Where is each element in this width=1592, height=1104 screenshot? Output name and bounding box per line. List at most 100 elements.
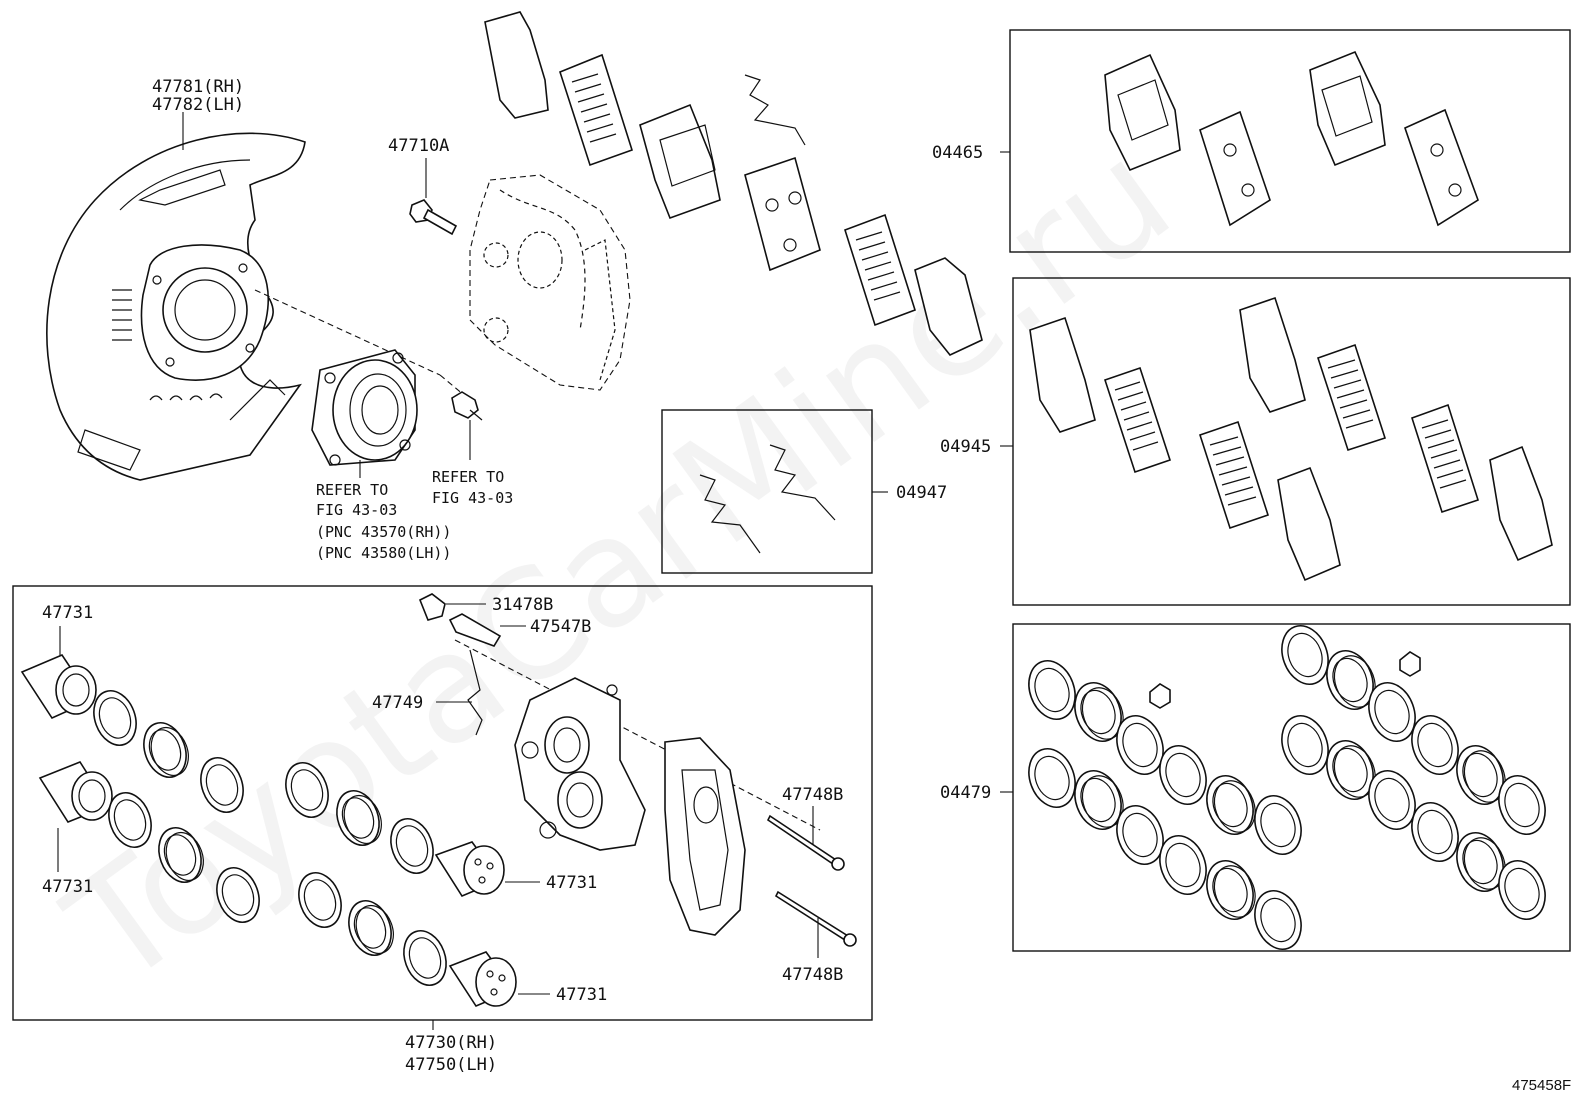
label-47731-bottom: 47731 <box>556 985 607 1005</box>
seal-ring-icon[interactable] <box>1361 764 1423 835</box>
box-caliper-assy <box>12 585 873 1021</box>
label-47749: 47749 <box>372 693 423 713</box>
seal-ring-icon[interactable] <box>1152 829 1214 900</box>
piston-icon[interactable] <box>434 841 505 897</box>
label-04479: 04479 <box>940 783 991 803</box>
bleeder-cap-icon[interactable] <box>418 593 446 621</box>
caliper-seal-ring-icon[interactable] <box>330 785 388 851</box>
label-47731-right: 47731 <box>546 873 597 893</box>
ref-fig-a-line1: REFER TO <box>316 481 388 499</box>
shim-04945-c-icon[interactable] <box>1198 420 1270 530</box>
label-47731-left: 47731 <box>42 877 93 897</box>
ref-pnc-line2: (PNC 43580(LH)) <box>316 544 451 562</box>
seal-ring-icon[interactable] <box>1404 796 1466 867</box>
seal-ring-icon[interactable] <box>1247 884 1309 955</box>
caliper-body-icon[interactable] <box>514 677 646 851</box>
pad-plate-mid-icon[interactable] <box>744 156 821 272</box>
seal-ring-icon[interactable] <box>1491 769 1553 840</box>
seal-ring-icon[interactable] <box>1449 826 1512 897</box>
pad-shim-top-1-icon[interactable] <box>484 11 549 119</box>
seal-ring-icon[interactable] <box>1109 709 1171 780</box>
seal-ring-icon[interactable] <box>1247 789 1309 860</box>
label-04945: 04945 <box>940 437 991 457</box>
pad-spring-47749-icon[interactable] <box>467 649 483 736</box>
pad-04945-c-icon[interactable] <box>1277 466 1341 582</box>
pin-lower-icon[interactable] <box>774 890 857 947</box>
label-47750: 47750(LH) <box>405 1055 497 1075</box>
pad-04945-d-icon[interactable] <box>1489 445 1553 562</box>
seal-ring-icon[interactable] <box>1199 769 1262 840</box>
pad-plate-right-icon[interactable] <box>914 257 983 356</box>
pad-top-1-icon[interactable] <box>639 103 721 220</box>
ref-fig-b-line2: FIG 43-03 <box>432 489 513 507</box>
pad-04465-a-icon[interactable] <box>1104 53 1181 172</box>
piston-icon[interactable] <box>20 654 97 720</box>
seal-kit-icon[interactable] <box>1021 619 1553 955</box>
seal-ring-icon[interactable] <box>1067 676 1130 747</box>
pad-shim-top-2-icon[interactable] <box>559 53 633 167</box>
pad-04945-b-icon[interactable] <box>1239 296 1306 413</box>
caliper-seals-icon[interactable] <box>87 685 454 991</box>
caliper-seal-ring-icon[interactable] <box>384 813 441 879</box>
seal-ring-icon[interactable] <box>1109 799 1171 870</box>
label-47781: 47781(RH) <box>152 77 244 97</box>
caliper-assembly-icon[interactable] <box>469 174 631 391</box>
seal-ring-icon[interactable] <box>1404 709 1466 780</box>
shim-04945-a-icon[interactable] <box>1103 366 1172 474</box>
caliper-seal-ring-icon[interactable] <box>194 752 251 818</box>
bleeder-cap-icon[interactable] <box>1149 683 1171 709</box>
pad-04465-b-icon[interactable] <box>1199 110 1271 227</box>
seal-ring-icon[interactable] <box>1319 644 1382 715</box>
pad-04465-d-icon[interactable] <box>1404 108 1479 227</box>
spring-top-icon[interactable] <box>744 74 806 146</box>
axle-hub-icon[interactable] <box>311 349 418 466</box>
seal-ring-icon[interactable] <box>1319 734 1382 805</box>
label-47710A: 47710A <box>388 136 449 156</box>
piston-icon[interactable] <box>448 951 517 1007</box>
seal-ring-icon[interactable] <box>1274 709 1336 780</box>
caliper-seal-ring-icon[interactable] <box>210 862 267 928</box>
caliper-seal-ring-icon[interactable] <box>87 685 144 751</box>
caliper-seal-ring-icon[interactable] <box>102 787 159 853</box>
pad-04945-a-icon[interactable] <box>1029 316 1096 433</box>
caliper-seal-ring-icon[interactable] <box>137 717 195 783</box>
hub-bolt-icon[interactable] <box>451 391 483 421</box>
bleeder-cap-icon[interactable] <box>1399 651 1421 677</box>
spring-04947-a-icon[interactable] <box>699 474 761 554</box>
shim-04945-b-icon[interactable] <box>1316 343 1387 452</box>
seal-ring-icon[interactable] <box>1199 854 1262 925</box>
caliper-seal-ring-icon[interactable] <box>279 757 336 823</box>
caliper-seal-ring-icon[interactable] <box>152 822 210 888</box>
caliper-bolt-icon[interactable] <box>409 199 458 236</box>
caliper-seal-ring-icon[interactable] <box>292 867 349 933</box>
label-47782: 47782(LH) <box>152 95 244 115</box>
pad-04465-c-icon[interactable] <box>1309 50 1386 167</box>
seal-ring-icon[interactable] <box>1021 742 1083 813</box>
seal-ring-icon[interactable] <box>1067 764 1130 835</box>
seal-ring-icon[interactable] <box>1021 654 1083 725</box>
seal-ring-icon[interactable] <box>1361 676 1423 747</box>
box-04479 <box>1012 623 1571 952</box>
shim-mid-icon[interactable] <box>844 213 916 327</box>
spring-04947-b-icon[interactable] <box>769 444 836 521</box>
caliper-half-icon[interactable] <box>664 737 746 936</box>
label-47730: 47730(RH) <box>405 1033 497 1053</box>
dust-cover-icon[interactable] <box>46 132 306 481</box>
pin-upper-icon[interactable] <box>766 814 845 871</box>
caliper-seal-ring-icon[interactable] <box>342 895 400 961</box>
shim-04945-d-icon[interactable] <box>1411 403 1479 514</box>
seal-ring-icon[interactable] <box>1449 739 1512 810</box>
box-04945 <box>1012 277 1571 606</box>
label-04947: 04947 <box>896 483 947 503</box>
label-31478B: 31478B <box>492 595 553 615</box>
label-04465: 04465 <box>932 143 983 163</box>
label-47748B-lower: 47748B <box>782 965 843 985</box>
bleeder-plug-icon[interactable] <box>448 613 502 647</box>
seal-ring-icon[interactable] <box>1274 619 1336 690</box>
seal-ring-icon[interactable] <box>1152 739 1214 810</box>
seal-ring-icon[interactable] <box>1491 854 1553 925</box>
caliper-seal-ring-icon[interactable] <box>397 925 454 991</box>
piston-icon[interactable] <box>38 761 113 823</box>
